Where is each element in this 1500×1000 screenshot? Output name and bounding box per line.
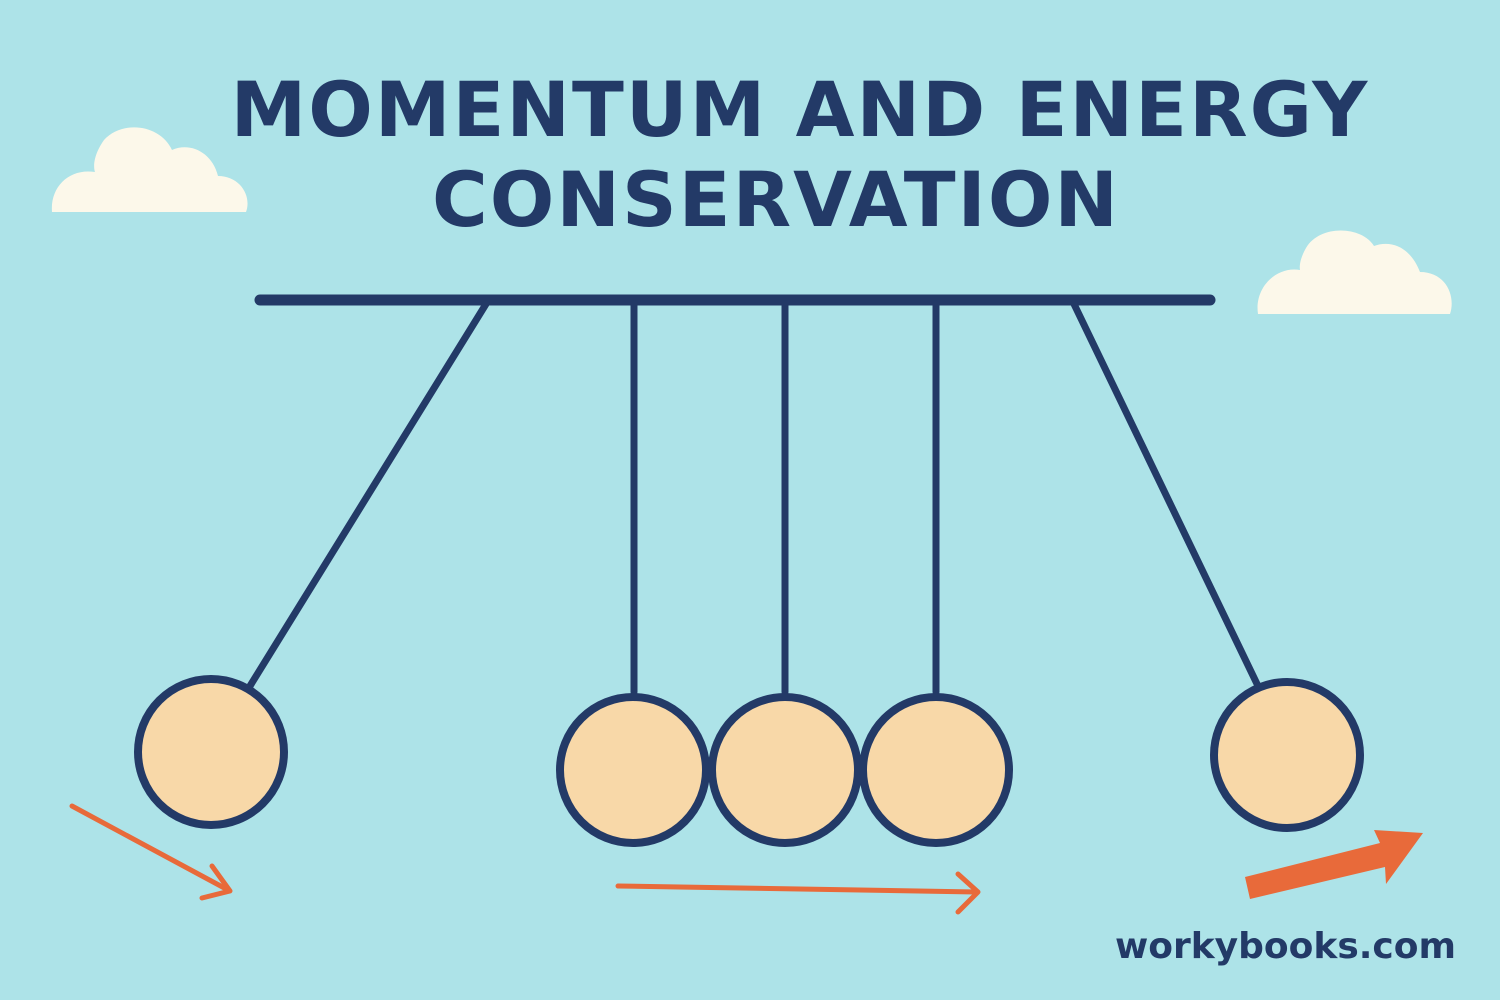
- ball-center-3: [859, 693, 1013, 847]
- arrow-icon-center: [615, 871, 981, 915]
- string-left: [246, 300, 490, 690]
- arrow-icon-left: [69, 803, 233, 901]
- title-line-1: MOMENTUM AND ENERGY: [231, 65, 1370, 154]
- cloud-icon-right: [1257, 230, 1452, 314]
- title-line-2: CONSERVATION: [432, 155, 1120, 244]
- arrow-icon-right: [1245, 830, 1423, 899]
- ball-left-raised: [134, 675, 288, 829]
- footer-brand: workybooks.com: [1115, 926, 1456, 967]
- ball-center-1: [556, 693, 710, 847]
- cloud-icon-left: [51, 127, 248, 212]
- ball-center-2: [708, 693, 862, 847]
- string-right: [1070, 300, 1262, 690]
- ball-right-raised: [1210, 678, 1364, 832]
